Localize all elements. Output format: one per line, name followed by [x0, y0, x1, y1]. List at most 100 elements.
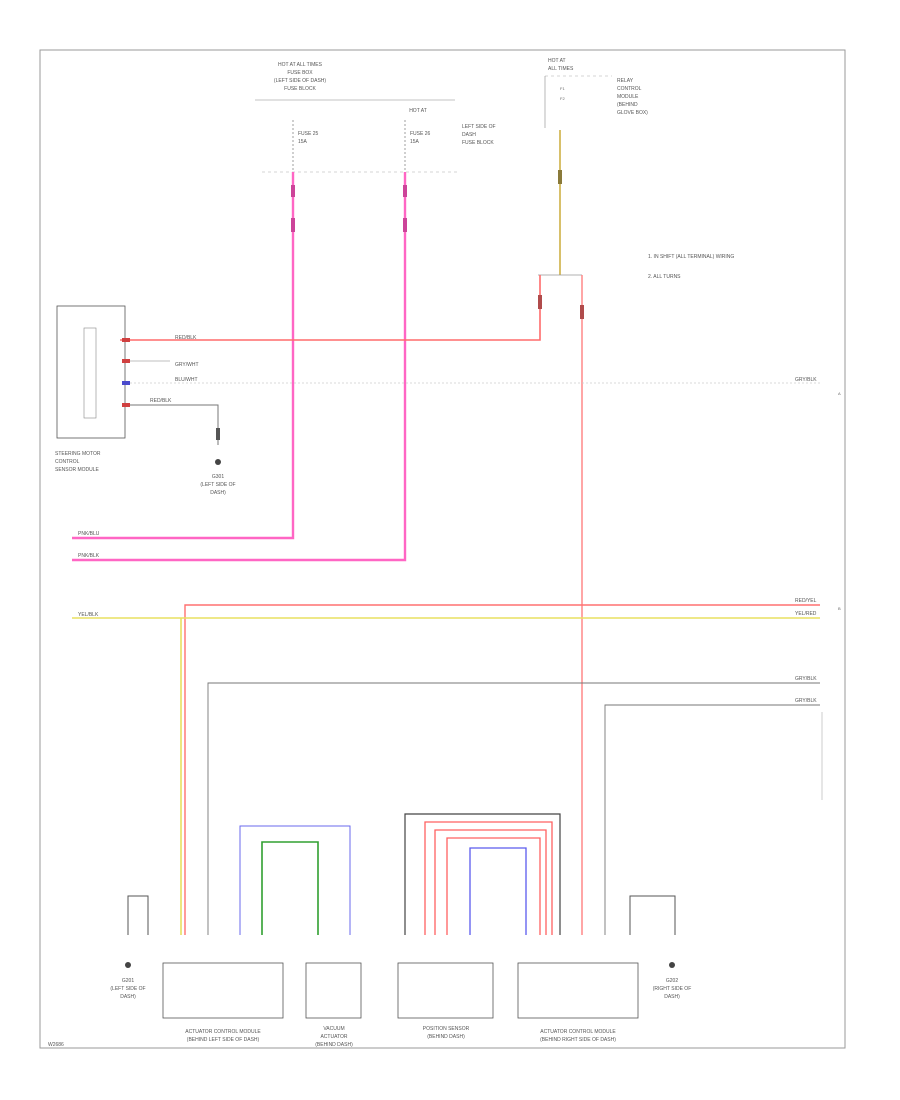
relay-note-3: MODULE — [617, 94, 639, 100]
right-edge-label-1: GRY/BLK — [795, 377, 817, 383]
wire-pink-1 — [72, 172, 295, 540]
module-3-box — [397, 962, 494, 1019]
fuse-block-header-1: HOT AT ALL TIMES — [278, 62, 323, 68]
wire-red-top — [120, 275, 541, 341]
wire-red-loop-2 — [434, 829, 547, 935]
wire-label-pink-1: PNK/BLU — [78, 531, 100, 537]
pin-3 — [122, 381, 130, 385]
key-legend: 1. IN SHIFT (ALL TERMINAL) WIRING 2. ALL… — [648, 254, 734, 280]
key-legend-line-1: 1. IN SHIFT (ALL TERMINAL) WIRING — [648, 254, 734, 260]
left-module-label-3: SENSOR MODULE — [55, 467, 100, 473]
fuse-1-label: FUSE 25 — [298, 131, 319, 137]
pin-2 — [122, 359, 130, 363]
fuse-side-note-3: FUSE BLOCK — [462, 140, 494, 146]
left-wire-label-2: GRY/WHT — [175, 362, 199, 368]
module-4-box — [517, 962, 639, 1019]
wire-gray-bus-2 — [604, 704, 820, 935]
key-legend-line-2: 2. ALL TURNS — [648, 274, 681, 280]
pink-wires: PNK/BLU PNK/BLK — [72, 172, 407, 562]
relay-block: HOT AT ALL TIMES F1 F2 RELAY CONTROL MOD… — [544, 58, 648, 128]
ground-label-2c: DASH) — [120, 994, 136, 1000]
module-1-box — [162, 962, 284, 1019]
wire-label-yellow: YEL/BLK — [78, 612, 99, 618]
connector-tan-1 — [558, 170, 562, 184]
wire-blue-loop-2 — [469, 847, 527, 935]
fuse-2-label: FUSE 26 — [410, 131, 431, 137]
module-2-label-3: (BEHIND DASH) — [315, 1042, 353, 1048]
left-wire-label-4: RED/BLK — [150, 398, 172, 404]
module-4-label-2: (BEHIND RIGHT SIDE OF DASH) — [540, 1037, 616, 1043]
bottom-right-wiring: G202 (RIGHT SIDE OF DASH) — [404, 813, 692, 1000]
fuse-2-amp: 15A — [410, 139, 420, 145]
fuse-1-amp: 15A — [298, 139, 308, 145]
relay-note-1: RELAY — [617, 78, 634, 84]
bottom-modules: ACTUATOR CONTROL MODULE (BEHIND LEFT SID… — [162, 962, 639, 1048]
module-2-label-2: ACTUATOR — [320, 1034, 347, 1040]
ground-icon-1 — [215, 459, 221, 465]
module-1-label-1: ACTUATOR CONTROL MODULE — [185, 1029, 261, 1035]
left-module-label-2: CONTROL — [55, 459, 80, 465]
right-edge-label-2: RED/YEL — [795, 598, 817, 604]
fuse-side-note-2: DASH — [462, 132, 476, 138]
ground-label-2a: G201 — [122, 978, 134, 984]
module-3-label-2: (BEHIND DASH) — [427, 1034, 465, 1040]
fuse-block-header-3: (LEFT SIDE OF DASH) — [274, 78, 326, 84]
wire-green-loop — [261, 841, 319, 935]
relay-header-2: ALL TIMES — [548, 66, 574, 72]
pin-4 — [122, 403, 130, 407]
wire-red-loop-1 — [424, 821, 553, 935]
relay-pin-2: F2 — [560, 96, 565, 101]
wire-red-bus — [184, 604, 820, 935]
connector-pink-2a — [403, 185, 407, 197]
bus-wires: YEL/BLK RED/YEL YEL/RED GRY/BLK GRY/BLK — [72, 598, 823, 935]
connector-pink-1b — [291, 218, 295, 232]
footer-id: W2686 — [48, 1042, 64, 1048]
connector-red-top — [538, 295, 542, 309]
connector-pink-2b — [403, 218, 407, 232]
wire-label-pink-2: PNK/BLK — [78, 553, 100, 559]
left-wire-label-3: BLU/WHT — [175, 377, 198, 383]
ground-label-1b: (LEFT SIDE OF — [200, 482, 235, 488]
ground-wire-left — [127, 895, 149, 935]
fuse-block-left: HOT AT ALL TIMES FUSE BOX (LEFT SIDE OF … — [255, 62, 496, 175]
module-3-label-1: POSITION SENSOR — [423, 1026, 470, 1032]
left-module-connector — [83, 327, 97, 419]
connector-pink-1a — [291, 185, 295, 197]
right-edge-label-5: GRY/BLK — [795, 698, 817, 704]
ground-label-3c: DASH) — [664, 994, 680, 1000]
module-2-label-1: VACUUM — [323, 1026, 344, 1032]
relay-header-1: HOT AT — [548, 58, 566, 64]
left-module-label-1: STEERING MOTOR — [55, 451, 101, 457]
ground-wire-right — [629, 895, 676, 935]
ground-connector-1 — [216, 428, 220, 440]
module-1-label-2: (BEHIND LEFT SIDE OF DASH) — [187, 1037, 260, 1043]
ground-icon-2 — [125, 962, 131, 968]
diagram-frame — [39, 49, 846, 1049]
ground-label-1c: DASH) — [210, 490, 226, 496]
module-2-box — [305, 962, 362, 1019]
fuse-block-hot-label: HOT AT — [409, 108, 427, 114]
connector-red-vert — [580, 305, 584, 319]
left-module-box — [56, 305, 126, 439]
relay-pin-1: F1 — [560, 86, 565, 91]
connector-pin-a: A — [838, 391, 841, 396]
right-edge-label-4: GRY/BLK — [795, 676, 817, 682]
relay-note-2: CONTROL — [617, 86, 642, 92]
ground-label-2b: (LEFT SIDE OF — [110, 986, 145, 992]
wire-gray-bus-1 — [207, 682, 820, 935]
left-module: STEERING MOTOR CONTROL SENSOR MODULE RED… — [55, 305, 820, 496]
connector-pin-b: B — [838, 606, 841, 611]
fuse-side-note-1: LEFT SIDE OF — [462, 124, 496, 130]
left-wire-label-1: RED/BLK — [175, 335, 197, 341]
fuse-block-header-2: FUSE BOX — [287, 70, 313, 76]
relay-note-5: GLOVE BOX) — [617, 110, 648, 116]
wire-black-loop — [404, 813, 561, 935]
wire-pink-2 — [72, 172, 407, 562]
ground-label-1a: G301 — [212, 474, 224, 480]
wire-to-ground — [130, 404, 219, 445]
wire-red-loop-3 — [446, 837, 541, 935]
wire-blue-loop — [239, 825, 351, 935]
bottom-left-wiring: G201 (LEFT SIDE OF DASH) — [110, 825, 351, 1000]
ground-label-3b: (RIGHT SIDE OF — [653, 986, 692, 992]
